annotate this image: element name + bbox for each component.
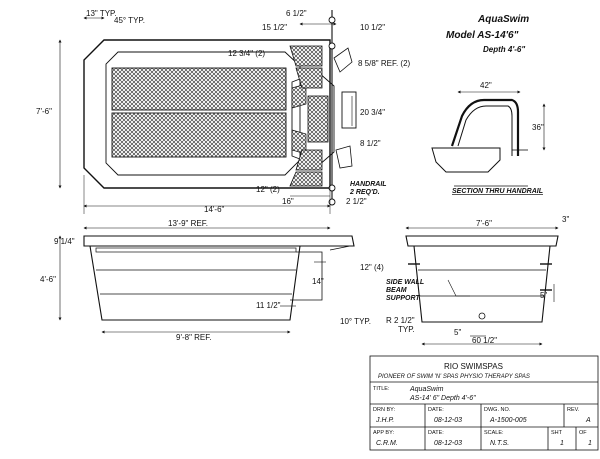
title-line-2: AS-14' 6" Depth 4'-6" — [409, 395, 476, 402]
section-thru-handrail-label: SECTION THRU HANDRAIL — [452, 188, 543, 195]
dim-11-half: 11 1/2" — [256, 301, 281, 310]
title-line-1: AquaSwim — [409, 386, 444, 393]
date-2-value: 08-12-03 — [434, 440, 462, 447]
dim-12-x2: 12" (2) — [256, 185, 280, 194]
dim-13-typ: 13" TYP. — [86, 9, 117, 18]
rev-value: A — [585, 417, 591, 424]
dim-8-5-8-ref: 8 5/8" REF. (2) — [358, 59, 411, 68]
dim-8-half: 8 1/2" — [360, 139, 381, 148]
model-title: Model AS-14'6" — [446, 30, 519, 41]
scale-value: N.T.S. — [490, 440, 509, 447]
dim-14: 14" — [312, 277, 324, 286]
of-value: 1 — [588, 440, 592, 447]
side-wall-label: SIDE WALL — [386, 279, 424, 286]
end-elevation-view — [405, 226, 559, 346]
of-label: OF — [579, 430, 587, 436]
dim-45-typ: 45° TYP. — [114, 16, 145, 25]
handrail-label: HANDRAIL — [350, 181, 387, 188]
depth-title: Depth 4'-6" — [483, 45, 525, 54]
date-value: 08-12-03 — [434, 417, 462, 424]
date-label: DATE: — [428, 407, 444, 413]
dim-15-half: 15 1/2" — [262, 23, 287, 32]
dwg-no-value: A-1500-005 — [489, 417, 527, 424]
dim-20-3-4: 20 3/4" — [360, 108, 385, 117]
handrail-section-view — [431, 90, 546, 187]
title-label: TITLE: — [373, 386, 390, 392]
company-name: RIO SWIMSPAS — [444, 362, 503, 371]
dim-r-2-half: R 2 1/2" — [386, 316, 415, 325]
dim-9-1-4: 9 1/4" — [54, 237, 75, 246]
sheet-value: 1 — [560, 440, 564, 447]
end-dim-7-6: 7'-6" — [476, 219, 492, 228]
dim-7-6: 7'-6" — [36, 107, 52, 116]
dim-12-x4: 12" (4) — [360, 263, 384, 272]
end-typ-label: TYP. — [398, 325, 415, 334]
dim-14-6: 14'-6" — [204, 205, 225, 214]
date-2-label: DATE: — [428, 430, 444, 436]
company-tagline: PIONEER OF SWIM 'N' SPAS PHYSIO THERAPY … — [378, 374, 530, 380]
dim-6-half: 6 1/2" — [286, 9, 307, 18]
side-wall-support-label: SUPPORT — [386, 295, 420, 302]
dim-60-half: 60 1/2" — [472, 336, 497, 345]
dim-4-6: 4'-6" — [40, 275, 56, 284]
brand-title: AquaSwim — [477, 14, 529, 25]
approved-by-label: APP BY: — [373, 430, 394, 436]
scale-label: SCALE: — [484, 430, 504, 436]
dim-13-9-ref: 13'-9" REF. — [168, 219, 208, 228]
approved-by-value: C.R.M. — [376, 440, 398, 447]
dim-10-half: 10 1/2" — [360, 23, 385, 32]
drawn-by-label: DRN BY: — [373, 407, 395, 413]
side-wall-beam-label: BEAM — [386, 287, 407, 294]
rev-label: REV. — [567, 407, 580, 413]
side-elevation-view — [58, 226, 355, 334]
dim-9-8-ref: 9'-8" REF. — [176, 333, 212, 342]
dim-10-typ: 10° TYP. — [340, 317, 371, 326]
plan-view — [58, 10, 357, 214]
dim-5-bottom: 5" — [454, 328, 461, 337]
dim-3: 3" — [562, 215, 569, 224]
dim-16: 16" — [282, 197, 294, 206]
handrail-qty: 2 REQ'D. — [349, 189, 380, 196]
dwg-no-label: DWG. NO. — [484, 407, 511, 413]
title-block — [369, 355, 599, 451]
sheet-label: SHT — [551, 430, 563, 436]
dim-42: 42" — [480, 81, 492, 90]
dim-2-half: 2 1/2" — [346, 197, 367, 206]
dim-12-3-4: 12 3/4" (2) — [228, 49, 265, 58]
dim-36: 36" — [532, 123, 544, 132]
dim-5-right: 5" — [540, 291, 547, 300]
drawn-by-value: J.H.P. — [375, 417, 394, 424]
